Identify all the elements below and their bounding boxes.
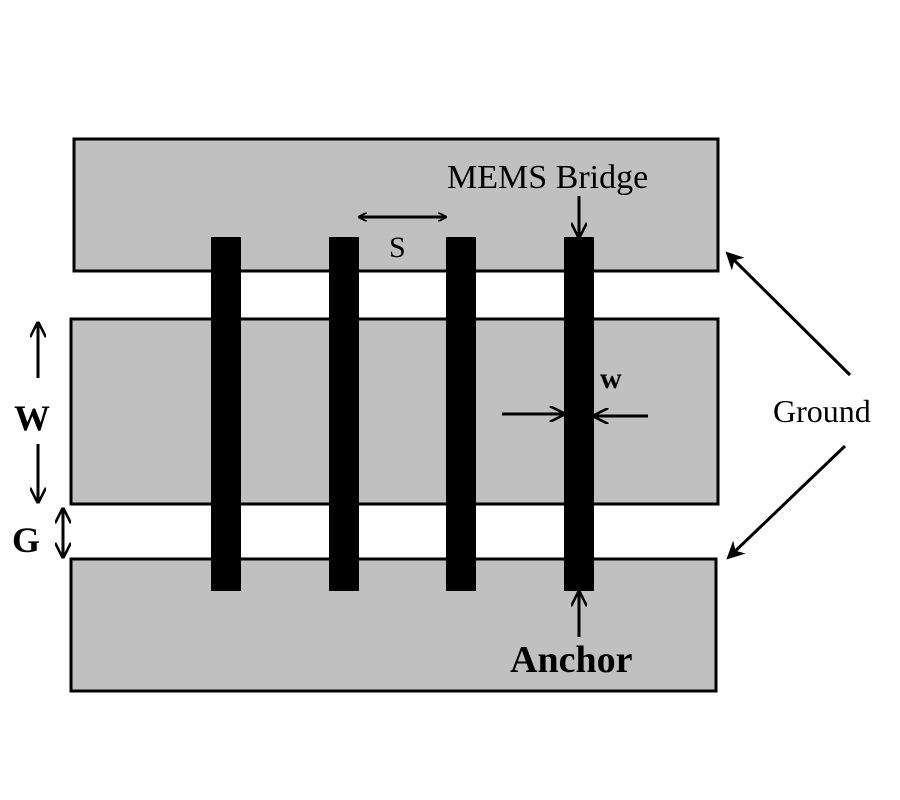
gap-label: G [12,520,40,560]
ground-label: Ground [773,393,871,429]
bottom-ground-plane [69,557,718,693]
mems-bridge-4 [564,237,594,591]
mems-bridge-label: MEMS Bridge [447,159,648,196]
ground-arrow-top-icon [725,251,852,377]
ground-arrow-bottom-icon [726,444,847,560]
signal-width-label: W [14,398,50,438]
mems-bridge-1 [211,237,241,591]
bridge-width-label: w [600,362,622,395]
top-ground-plane [72,137,720,273]
mems-bridge-3 [446,237,476,591]
anchor-label: Anchor [510,639,633,681]
signal-line [69,317,720,506]
spacing-label: S [389,231,406,264]
mems-bridge-2 [329,237,359,591]
